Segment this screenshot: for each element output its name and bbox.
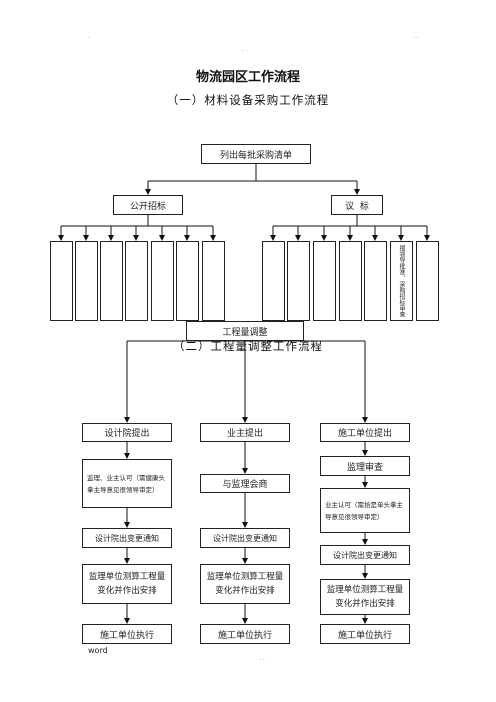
- tender-step-box: [176, 241, 199, 321]
- footer-center-mark: . .: [259, 655, 265, 662]
- negotiation-step-box: [416, 241, 439, 321]
- tender-step-box: [75, 241, 98, 321]
- owner-approval-box: 业主认可（需拾是单头拿主导意见很领导审定）: [320, 488, 410, 533]
- tender-step-box: [151, 241, 174, 321]
- negotiation-step-box: [364, 241, 387, 321]
- design-institute-proposal-box: 设计院提出: [82, 423, 172, 442]
- supervisor-review-box: 监理审查: [320, 456, 410, 476]
- contractor-proposal-box: 施工单位提出: [320, 423, 410, 442]
- supervisor-estimate-box: 监理单位测算工程量变化并作出安排: [320, 579, 410, 615]
- purchase-list-box: 列出每批采购清单: [201, 144, 311, 164]
- supervisor-consult-box: 与监理会商: [200, 474, 290, 493]
- design-change-notice-box: 设计院出变更通知: [82, 528, 172, 548]
- approval-review-label: 报领导批准、采购招标审查: [398, 245, 405, 317]
- contractor-execute-box: 施工单位执行: [320, 624, 410, 644]
- tender-step-box: [100, 241, 123, 321]
- section1-heading: （一）材料设备采购工作流程: [166, 93, 330, 107]
- header-center-mark: . .: [242, 46, 248, 53]
- contractor-execute-box: 施工单位执行: [200, 624, 290, 644]
- supervisor-estimate-box: 监理单位测算工程量变化并作出安排: [82, 564, 172, 604]
- header-right-mark: . .: [413, 33, 419, 40]
- public-tender-box: 公开招标: [113, 195, 183, 215]
- tender-step-box: [50, 241, 73, 321]
- quantity-adjust-box: 工程量调整: [186, 321, 304, 341]
- design-change-notice-box: 设计院出变更通知: [320, 545, 410, 565]
- negotiation-step-box: [287, 241, 310, 321]
- design-change-notice-box: 设计院出变更通知: [200, 528, 290, 548]
- section2-heading: （二）工程量调整工作流程: [173, 339, 323, 353]
- tender-step-box: [202, 241, 225, 321]
- supervisor-estimate-box: 监理单位测算工程量变化并作出安排: [200, 564, 290, 604]
- header-left-mark: .: [88, 33, 90, 40]
- negotiation-step-box: [339, 241, 362, 321]
- negotiated-tender-box: 议 标: [331, 195, 383, 215]
- document-title: 物流园区工作流程: [195, 70, 300, 85]
- negotiation-step-box: [262, 241, 285, 321]
- negotiation-step-box-approval: 报领导批准、采购招标审查: [390, 241, 413, 321]
- negotiation-step-box: [313, 241, 336, 321]
- contractor-execute-box: 施工单位执行: [82, 624, 172, 644]
- tender-step-box: [125, 241, 148, 321]
- supervisor-owner-approval-box: 监理、业主认可（需健康头拿主导意见很领导审定）: [82, 459, 172, 508]
- footer-word: word: [88, 646, 108, 655]
- owner-proposal-box: 业主提出: [200, 423, 290, 442]
